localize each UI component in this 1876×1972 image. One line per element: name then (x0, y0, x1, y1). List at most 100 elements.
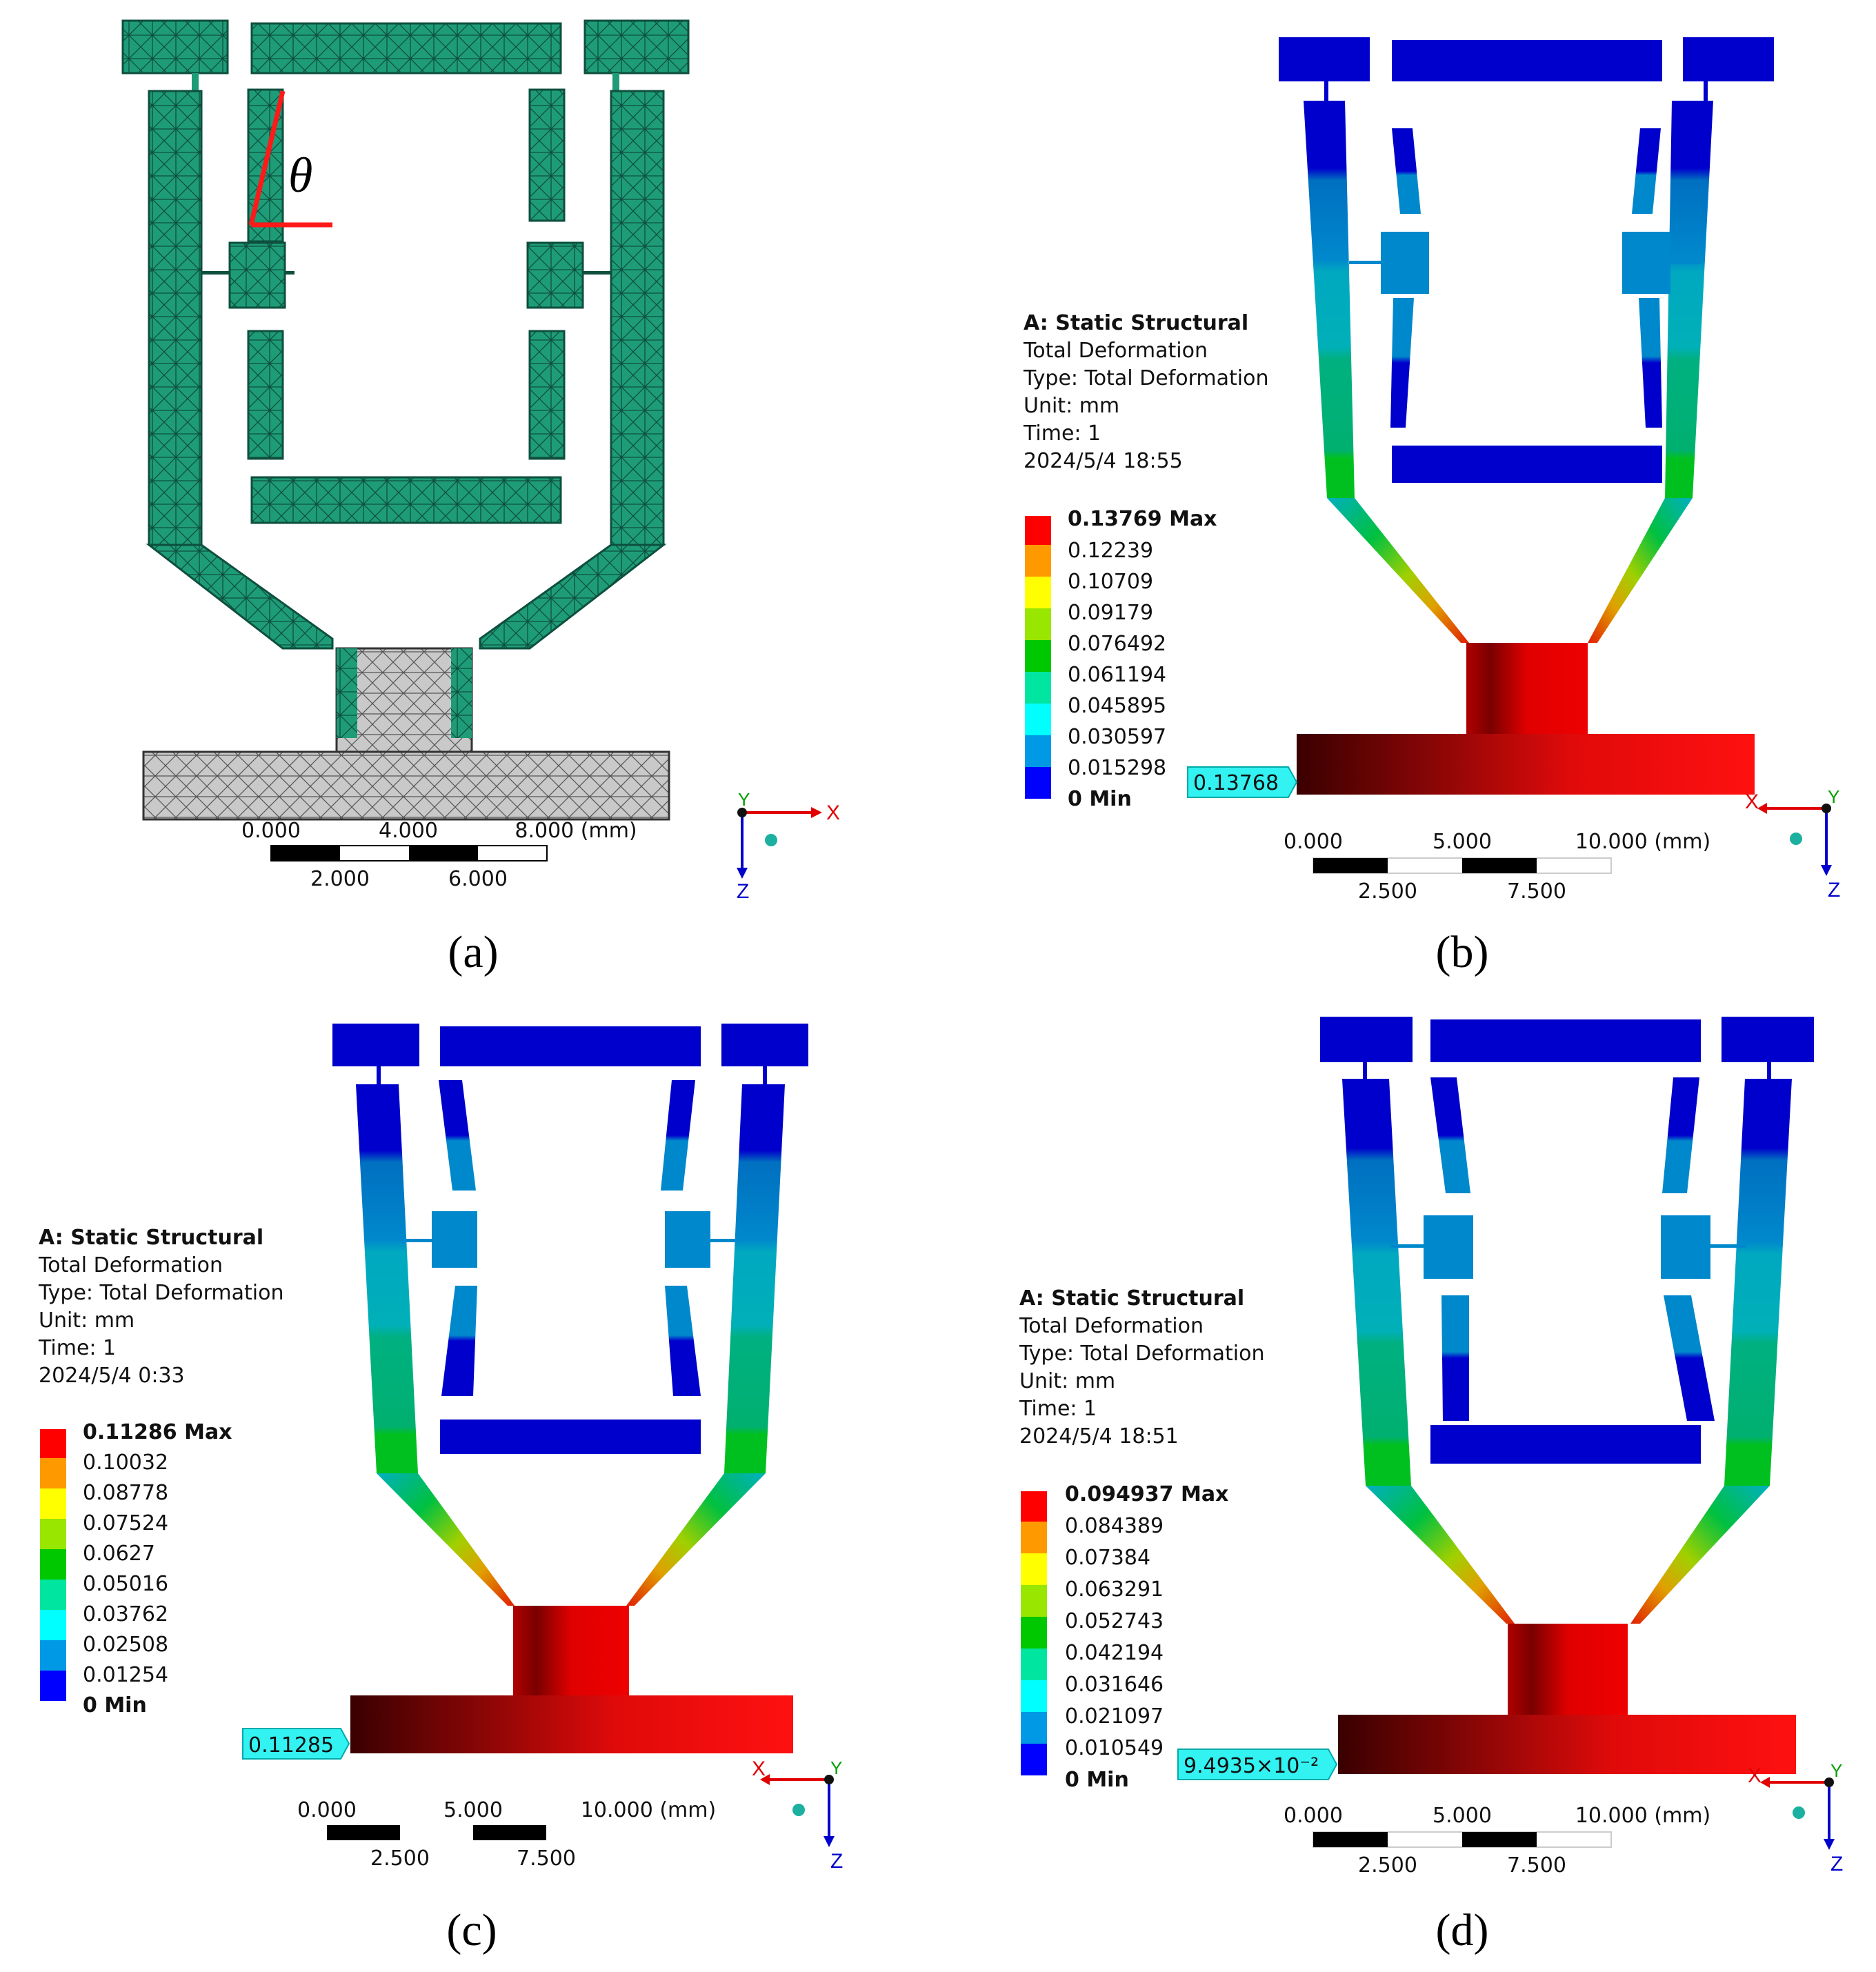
scale-label: 10.000 (mm) (1575, 1804, 1710, 1828)
scale-label: 8.000 (mm) (515, 819, 637, 843)
legend-value: 0.021097 (1065, 1704, 1164, 1729)
header-time: Time: 1 (1019, 1397, 1097, 1421)
scale-label: 0.000 (1284, 830, 1343, 854)
legend-value: 0.052743 (1065, 1609, 1164, 1633)
info-header-c: A: Static Structural Total Deformation T… (38, 1226, 284, 1388)
caption-d: (d) (1436, 1905, 1489, 1955)
legend-min: 0 Min (1065, 1768, 1129, 1792)
z-axis-label: Z (1830, 1853, 1843, 1875)
probe-c: 0.11285 (242, 1728, 350, 1760)
header-title: A: Static Structural (39, 1226, 263, 1250)
legend-value: 0.01254 (83, 1663, 168, 1687)
scale-label: 7.500 (517, 1846, 576, 1871)
legend-value: 0.015298 (1068, 756, 1166, 780)
scale-label: 5.000 (1433, 1804, 1492, 1828)
z-axis-label: Z (830, 1850, 843, 1873)
legend-value: 0.076492 (1068, 632, 1166, 656)
scale-label: 7.500 (1507, 1853, 1566, 1878)
caption-c: (c) (446, 1905, 497, 1955)
header-result: Total Deformation (38, 1253, 223, 1277)
scale-label: 2.500 (370, 1846, 430, 1871)
caption-a: (a) (448, 927, 498, 977)
header-unit: Unit: mm (1019, 1369, 1115, 1393)
theta-label: θ (288, 148, 312, 203)
header-title: A: Static Structural (1024, 311, 1248, 335)
legend-value: 0.042194 (1065, 1641, 1164, 1665)
legend-value: 0.02508 (83, 1633, 168, 1657)
info-header-d: A: Static Structural Total Deformation T… (1019, 1286, 1265, 1448)
axis-triad-d: X Y Z (1748, 1760, 1843, 1875)
legend-max: 0.13769 Max (1068, 507, 1217, 531)
axis-triad-b: X Y Z (1745, 786, 1840, 902)
header-unit: Unit: mm (39, 1308, 134, 1333)
scale-bar-b: 0.000 5.000 10.000 (mm) 2.500 7.500 (1284, 830, 1710, 904)
legend-value: 0.08778 (83, 1481, 168, 1505)
scale-label: 4.000 (379, 819, 438, 843)
header-unit: Unit: mm (1024, 394, 1119, 418)
header-type: Type: Total Deformation (1019, 1342, 1265, 1366)
panel-c: A: Static Structural Total Deformation T… (38, 1024, 843, 1955)
legend-min: 0 Min (1068, 787, 1132, 811)
info-header-b: A: Static Structural Total Deformation T… (1023, 311, 1269, 473)
scale-label: 10.000 (mm) (581, 1798, 716, 1822)
scale-label: 10.000 (mm) (1575, 830, 1710, 854)
deformed-model-c (332, 1024, 808, 1753)
probe-value: 0.13768 (1193, 771, 1279, 795)
x-axis-label: X (752, 1757, 766, 1780)
scale-label: 6.000 (448, 867, 508, 891)
x-axis-label: X (1745, 790, 1759, 813)
probe-value: 9.4935×10⁻² (1184, 1754, 1319, 1778)
header-type: Type: Total Deformation (38, 1281, 284, 1305)
legend-value: 0.061194 (1068, 663, 1166, 687)
scale-label: 5.000 (1433, 830, 1492, 854)
axis-triad-c: X Y Z (752, 1757, 843, 1873)
legend-max: 0.094937 Max (1065, 1482, 1228, 1506)
header-time: Time: 1 (1023, 421, 1101, 446)
scale-label: 7.500 (1507, 879, 1566, 904)
z-axis-label: Z (1828, 879, 1840, 902)
header-type: Type: Total Deformation (1023, 366, 1269, 390)
legend-value: 0.045895 (1068, 694, 1166, 718)
scale-label: 0.000 (241, 819, 301, 843)
mesh-body (121, 19, 690, 821)
header-time: Time: 1 (38, 1336, 116, 1360)
scale-bar-a: 0.000 4.000 8.000 (mm) 2.000 6.000 (241, 819, 637, 891)
deformed-model-b (1279, 37, 1774, 795)
panel-a-mesh: θ 0.000 4.000 8.000 (mm) 2.000 6.000 X Y… (121, 19, 840, 977)
header-title: A: Static Structural (1019, 1286, 1244, 1311)
legend-value: 0.07384 (1065, 1546, 1150, 1570)
legend-value: 0.10709 (1068, 570, 1153, 594)
header-date: 2024/5/4 18:55 (1024, 449, 1183, 473)
header-date: 2024/5/4 0:33 (39, 1364, 185, 1388)
panel-d: A: Static Structural Total Deformation T… (1019, 1017, 1843, 1955)
legend-value: 0.10032 (83, 1451, 168, 1475)
header-date: 2024/5/4 18:51 (1019, 1424, 1179, 1448)
y-axis-label: Y (830, 1757, 842, 1778)
legend-value: 0.084389 (1065, 1514, 1164, 1538)
axis-triad-a: X Y Z (737, 789, 840, 903)
y-axis-label: Y (1830, 1760, 1842, 1781)
header-result: Total Deformation (1023, 339, 1208, 363)
legend-value: 0.031646 (1065, 1673, 1164, 1697)
scale-label: 2.000 (310, 867, 370, 891)
scale-bar-c: 0.000 5.000 10.000 (mm) 2.500 7.500 (297, 1798, 716, 1871)
legend-value: 0.063291 (1065, 1577, 1164, 1602)
scale-label: 2.500 (1358, 879, 1417, 904)
probe-value: 0.11285 (248, 1733, 334, 1757)
legend-value: 0.030597 (1068, 725, 1166, 749)
scale-label: 5.000 (443, 1798, 503, 1822)
legend-min: 0 Min (83, 1693, 147, 1717)
theta-annotation: θ (248, 90, 332, 228)
scale-label: 0.000 (1284, 1804, 1343, 1828)
legend-value: 0.03762 (83, 1602, 168, 1626)
panel-b: A: Static Structural Total Deformation T… (1023, 37, 1840, 977)
legend-value: 0.09179 (1068, 601, 1153, 625)
x-axis-label: X (826, 801, 840, 824)
scale-bar-d: 0.000 5.000 10.000 (mm) 2.500 7.500 (1284, 1804, 1710, 1878)
legend-d: 0.094937 Max 0.084389 0.07384 0.063291 0… (1021, 1482, 1228, 1792)
legend-value: 0.12239 (1068, 539, 1153, 563)
probe-d: 9.4935×10⁻² (1177, 1749, 1338, 1780)
legend-b: 0.13769 Max 0.12239 0.10709 0.09179 0.07… (1025, 507, 1217, 811)
legend-max: 0.11286 Max (83, 1420, 232, 1444)
